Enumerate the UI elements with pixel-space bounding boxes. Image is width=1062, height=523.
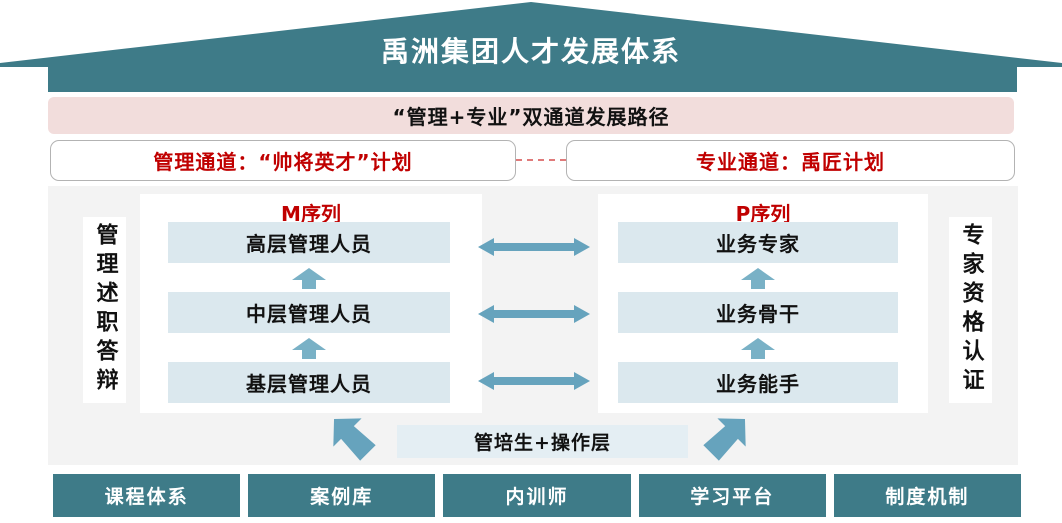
trainee-operations-box: 管培生+操作层 [397, 425, 688, 458]
foundation-row: 课程体系 案例库 内训师 学习平台 制度机制 [53, 474, 1022, 517]
up-arrow-icon [741, 268, 775, 289]
foundation-learning-platform: 学习平台 [638, 474, 826, 517]
page-title: 禹洲集团人才发展体系 [380, 35, 681, 68]
dual-channel-banner: “管理+专业”双通道发展路径 [48, 97, 1014, 134]
up-arrow-icon [292, 338, 326, 359]
management-review-label: 管理述职答辩 [83, 217, 126, 403]
p-level-backbone: 业务骨干 [618, 292, 898, 333]
p-track-panel: P序列 业务专家 业务骨干 业务能手 [598, 194, 928, 413]
m-level-junior: 基层管理人员 [168, 362, 450, 403]
m-track-panel: M序列 高层管理人员 中层管理人员 基层管理人员 [140, 194, 482, 413]
p-level-skilled: 业务能手 [618, 362, 898, 403]
diagonal-arrow-icon [320, 405, 382, 467]
foundation-internal-trainer: 内训师 [443, 474, 631, 517]
p-level-expert: 业务专家 [618, 222, 898, 263]
management-channel-box: 管理通道：“帅将英才”计划 [50, 140, 516, 181]
expert-certification-label: 专家资格认证 [949, 217, 992, 403]
main-body: 管理述职答辩 专家资格认证 M序列 高层管理人员 中层管理人员 基层管理人员 P… [48, 186, 1018, 465]
m-level-senior: 高层管理人员 [168, 222, 450, 263]
roof-shape [0, 2, 1062, 92]
horizontal-double-arrow-icon [478, 305, 590, 323]
horizontal-double-arrow-icon [478, 372, 590, 390]
foundation-course-system: 课程体系 [53, 474, 241, 517]
diagonal-arrow-icon [697, 405, 759, 467]
foundation-system-mechanism: 制度机制 [833, 474, 1022, 517]
m-level-middle: 中层管理人员 [168, 292, 450, 333]
up-arrow-icon [741, 338, 775, 359]
channel-connector-dashed-line [516, 159, 566, 161]
professional-channel-box: 专业通道：禹匠计划 [566, 140, 1015, 181]
horizontal-double-arrow-icon [478, 238, 590, 256]
foundation-case-library: 案例库 [248, 474, 436, 517]
up-arrow-icon [292, 268, 326, 289]
